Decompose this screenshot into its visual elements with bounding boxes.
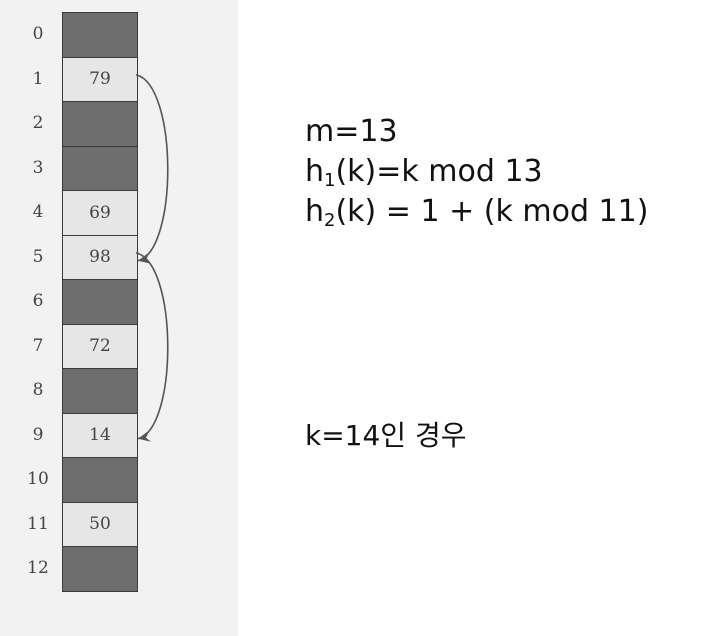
slot-index-label: 2 (32, 113, 44, 133)
table-slot-empty (63, 458, 137, 503)
table-slot-empty (63, 369, 137, 414)
probe-arrow-curve (135, 251, 169, 440)
probe-arrow-head (138, 429, 151, 442)
table-slot-filled: 69 (63, 191, 137, 236)
table-slot-filled: 98 (63, 235, 137, 280)
h1-symbol: h (305, 154, 325, 189)
h2-subscript: 2 (324, 210, 336, 231)
slot-index-label: 1 (32, 68, 44, 89)
slot-index-label: 0 (32, 24, 44, 44)
slot-index-label: 12 (27, 558, 49, 578)
probe-arrows (135, 73, 169, 442)
example-label: k=14인 경우 (305, 419, 467, 452)
slot-index-label: 6 (32, 291, 44, 311)
slot-index-label: 4 (32, 202, 44, 222)
slot-index-label: 8 (32, 380, 44, 400)
slot-index-label: 9 (32, 424, 44, 445)
table-slot-empty (63, 547, 137, 591)
table-slot-filled: 72 (63, 324, 137, 369)
h1-subscript: 1 (324, 170, 336, 191)
h2-symbol: h (305, 194, 325, 229)
slot-index-label: 11 (27, 513, 49, 534)
table-slot-empty (63, 146, 137, 191)
table-slot-empty (63, 102, 137, 147)
slot-index-label: 3 (32, 157, 44, 178)
h1-body: (k)=k mod 13 (335, 154, 543, 189)
table-slot-empty (63, 280, 137, 325)
formula-block: m=13 h1(k)=k mod 13 h2(k) = 1 + (k mod 1… (305, 112, 648, 232)
slot-index-label: 5 (32, 246, 44, 267)
table-slot-filled: 79 (63, 57, 137, 102)
table-slot-filled: 14 (63, 413, 137, 458)
table-slot-empty (63, 13, 137, 58)
probe-arrow-curve (135, 73, 169, 262)
table-slot-filled: 50 (63, 502, 137, 547)
h2-formula: h2(k) = 1 + (k mod 11) (305, 192, 648, 232)
h2-body: (k) = 1 + (k mod 11) (335, 194, 649, 229)
h1-formula: h1(k)=k mod 13 (305, 152, 648, 192)
table-size-formula: m=13 (305, 114, 398, 149)
slot-index-label: 7 (32, 335, 44, 356)
slot-index-label: 10 (27, 469, 49, 489)
